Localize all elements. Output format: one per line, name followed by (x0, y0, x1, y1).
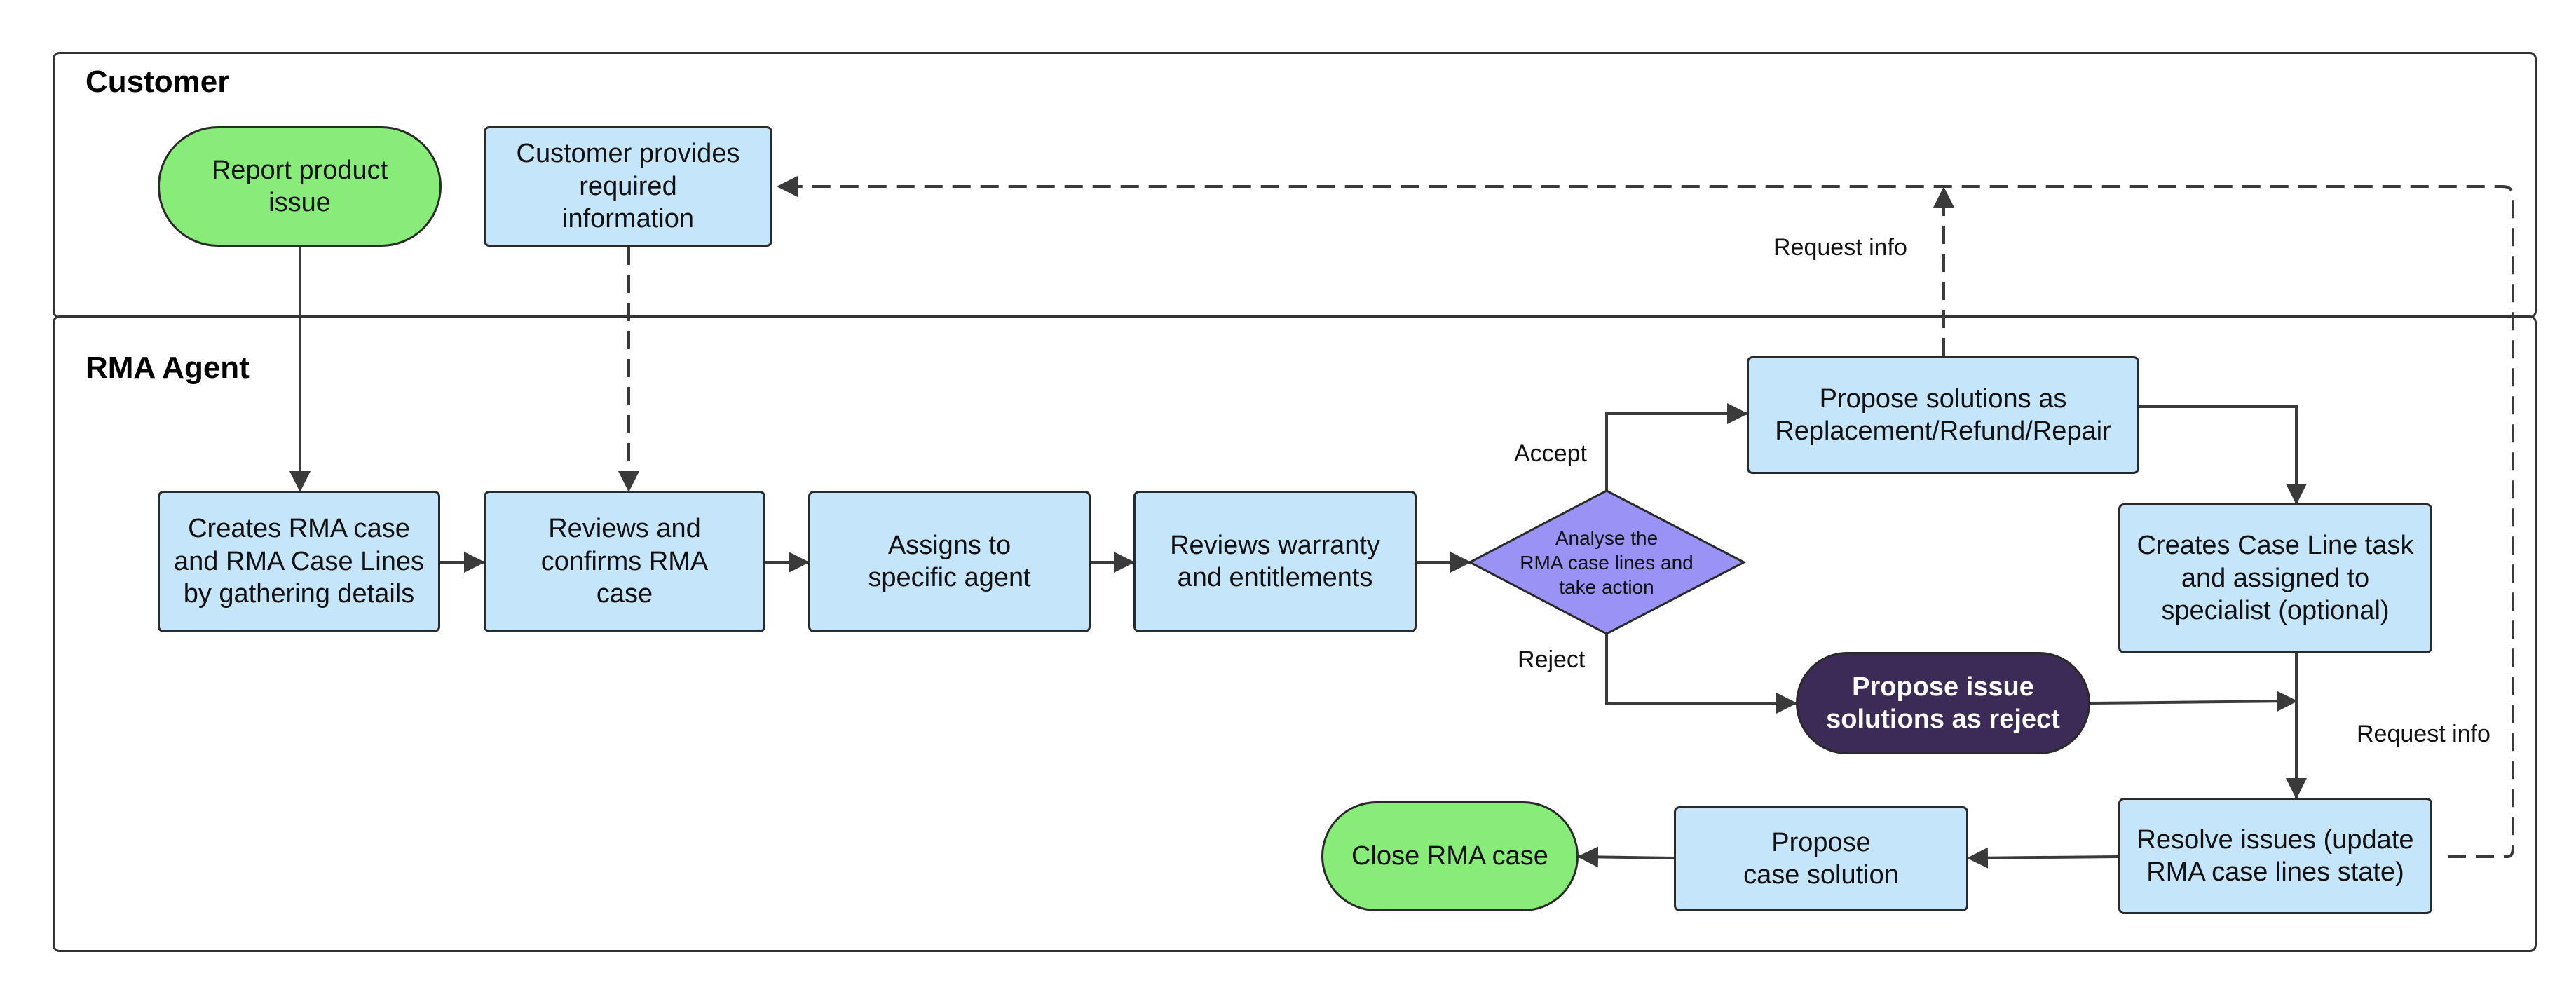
edge-solutions-to-task (2139, 405, 2307, 505)
edge-resolve-to-propose-case (1967, 847, 2119, 869)
node-assigns-agent[interactable]: Assigns to specific agent (808, 491, 1091, 632)
node-propose-solutions[interactable]: Propose solutions as Replacement/Refund/… (1747, 356, 2139, 474)
node-reviews-warranty[interactable]: Reviews warranty and entitlements (1133, 491, 1417, 632)
decision-diamond (1467, 489, 1747, 635)
edge-reject-to-merge (2090, 691, 2298, 712)
node-analyse-decision[interactable]: Analyse the RMA case lines and take acti… (1520, 526, 1694, 598)
edge-label-request-info-top: Request info (1773, 234, 1907, 261)
node-close-rma-case[interactable]: Close RMA case (1321, 801, 1579, 911)
edge-accept (1605, 403, 1748, 491)
node-reviews-confirms[interactable]: Reviews and confirms RMA case (484, 491, 765, 632)
edge-label-reject: Reject (1518, 646, 1586, 673)
edge-label-accept: Accept (1514, 440, 1587, 467)
lane-title-rma-agent: RMA Agent (86, 351, 250, 385)
node-propose-case-solution[interactable]: Propose case solution (1674, 806, 1968, 911)
node-propose-reject[interactable]: Propose issue solutions as reject (1796, 652, 2090, 754)
edge-reject (1605, 634, 1797, 714)
node-creates-rma-case[interactable]: Creates RMA case and RMA Case Lines by g… (158, 491, 440, 632)
lane-title-customer: Customer (86, 64, 230, 99)
edge-request-info-loop (777, 176, 2514, 858)
node-creates-case-line-task[interactable]: Creates Case Line task and assigned to s… (2118, 503, 2432, 653)
node-resolve-issues[interactable]: Resolve issues (update RMA case lines st… (2118, 798, 2432, 914)
edge-propose-case-to-close (1577, 846, 1675, 868)
edge-label-request-info-right: Request info (2357, 721, 2490, 747)
node-report-product-issue[interactable]: Report product issue (158, 126, 442, 247)
node-customer-provides-info[interactable]: Customer provides required information (484, 126, 772, 247)
